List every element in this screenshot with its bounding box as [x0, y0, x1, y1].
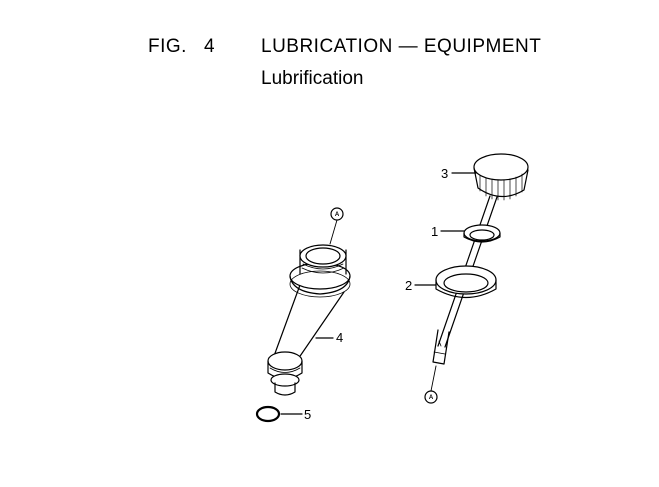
callout-4: 4	[336, 330, 343, 345]
ref-label-a-top: A	[335, 212, 340, 218]
seal-ring-2	[414, 265, 497, 298]
callout-5: 5	[304, 407, 311, 422]
o-ring-5	[255, 405, 303, 423]
callout-2: 2	[405, 278, 412, 293]
washer-1	[440, 224, 501, 243]
figure-subtitle: Lubrification	[261, 68, 364, 89]
figure-title: LUBRICATION — EQUIPMENT	[261, 36, 542, 57]
fig-label: FIG.	[148, 36, 187, 57]
ref-circle-a-top	[329, 207, 344, 245]
fig-number: 4	[204, 36, 216, 57]
oil-filler-tube	[267, 244, 351, 396]
dipstick-knob-3	[451, 153, 529, 201]
callout-1: 1	[431, 224, 438, 239]
ref-label-a-bottom: A	[429, 395, 434, 401]
ref-circle-a-bottom	[424, 365, 438, 404]
callout-3: 3	[441, 166, 448, 181]
